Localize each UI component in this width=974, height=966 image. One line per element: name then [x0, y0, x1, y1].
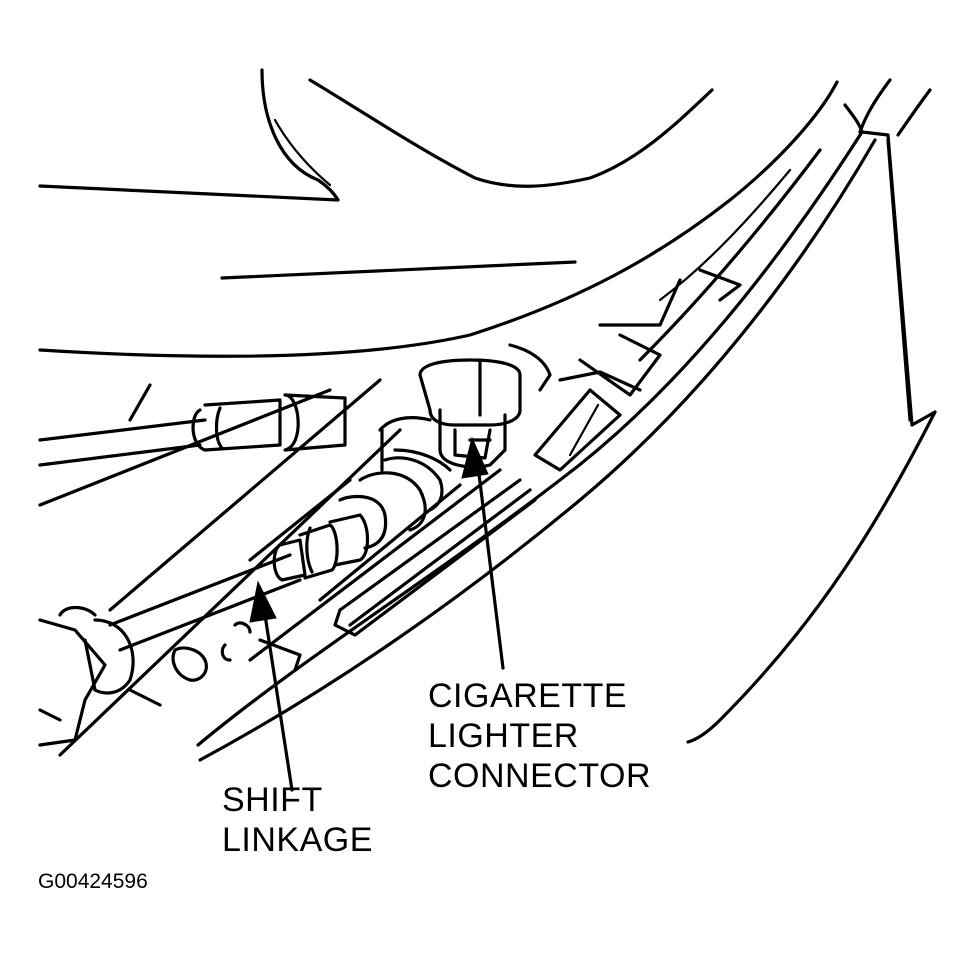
shift-linkage-cable — [108, 456, 444, 652]
cigarette-lighter-connector-line-3: CONNECTOR — [428, 757, 651, 795]
dashboard-outline — [38, 68, 932, 358]
console-grooves — [258, 478, 537, 672]
shift-linkage-line-2: LINKAGE — [222, 821, 373, 859]
side-panel — [686, 130, 937, 744]
shift-leader-arrow — [249, 580, 294, 792]
linkage-bracket — [38, 605, 252, 747]
console-left — [38, 378, 502, 757]
lighter-leader-arrow — [461, 436, 505, 670]
console-edges — [196, 130, 877, 762]
cigarette-lighter-connector-label: CIGARETTE LIGHTER CONNECTOR — [428, 676, 651, 796]
shift-linkage-line-1: SHIFT — [222, 781, 323, 819]
lighter-connector — [378, 343, 552, 472]
cigarette-lighter-connector-line-2: LIGHTER — [428, 717, 579, 755]
upper-rod — [191, 393, 347, 452]
figure-id: G00424596 — [38, 870, 148, 893]
shift-linkage-label: SHIFT LINKAGE — [222, 780, 373, 860]
cigarette-lighter-connector-line-1: CIGARETTE — [428, 677, 628, 715]
